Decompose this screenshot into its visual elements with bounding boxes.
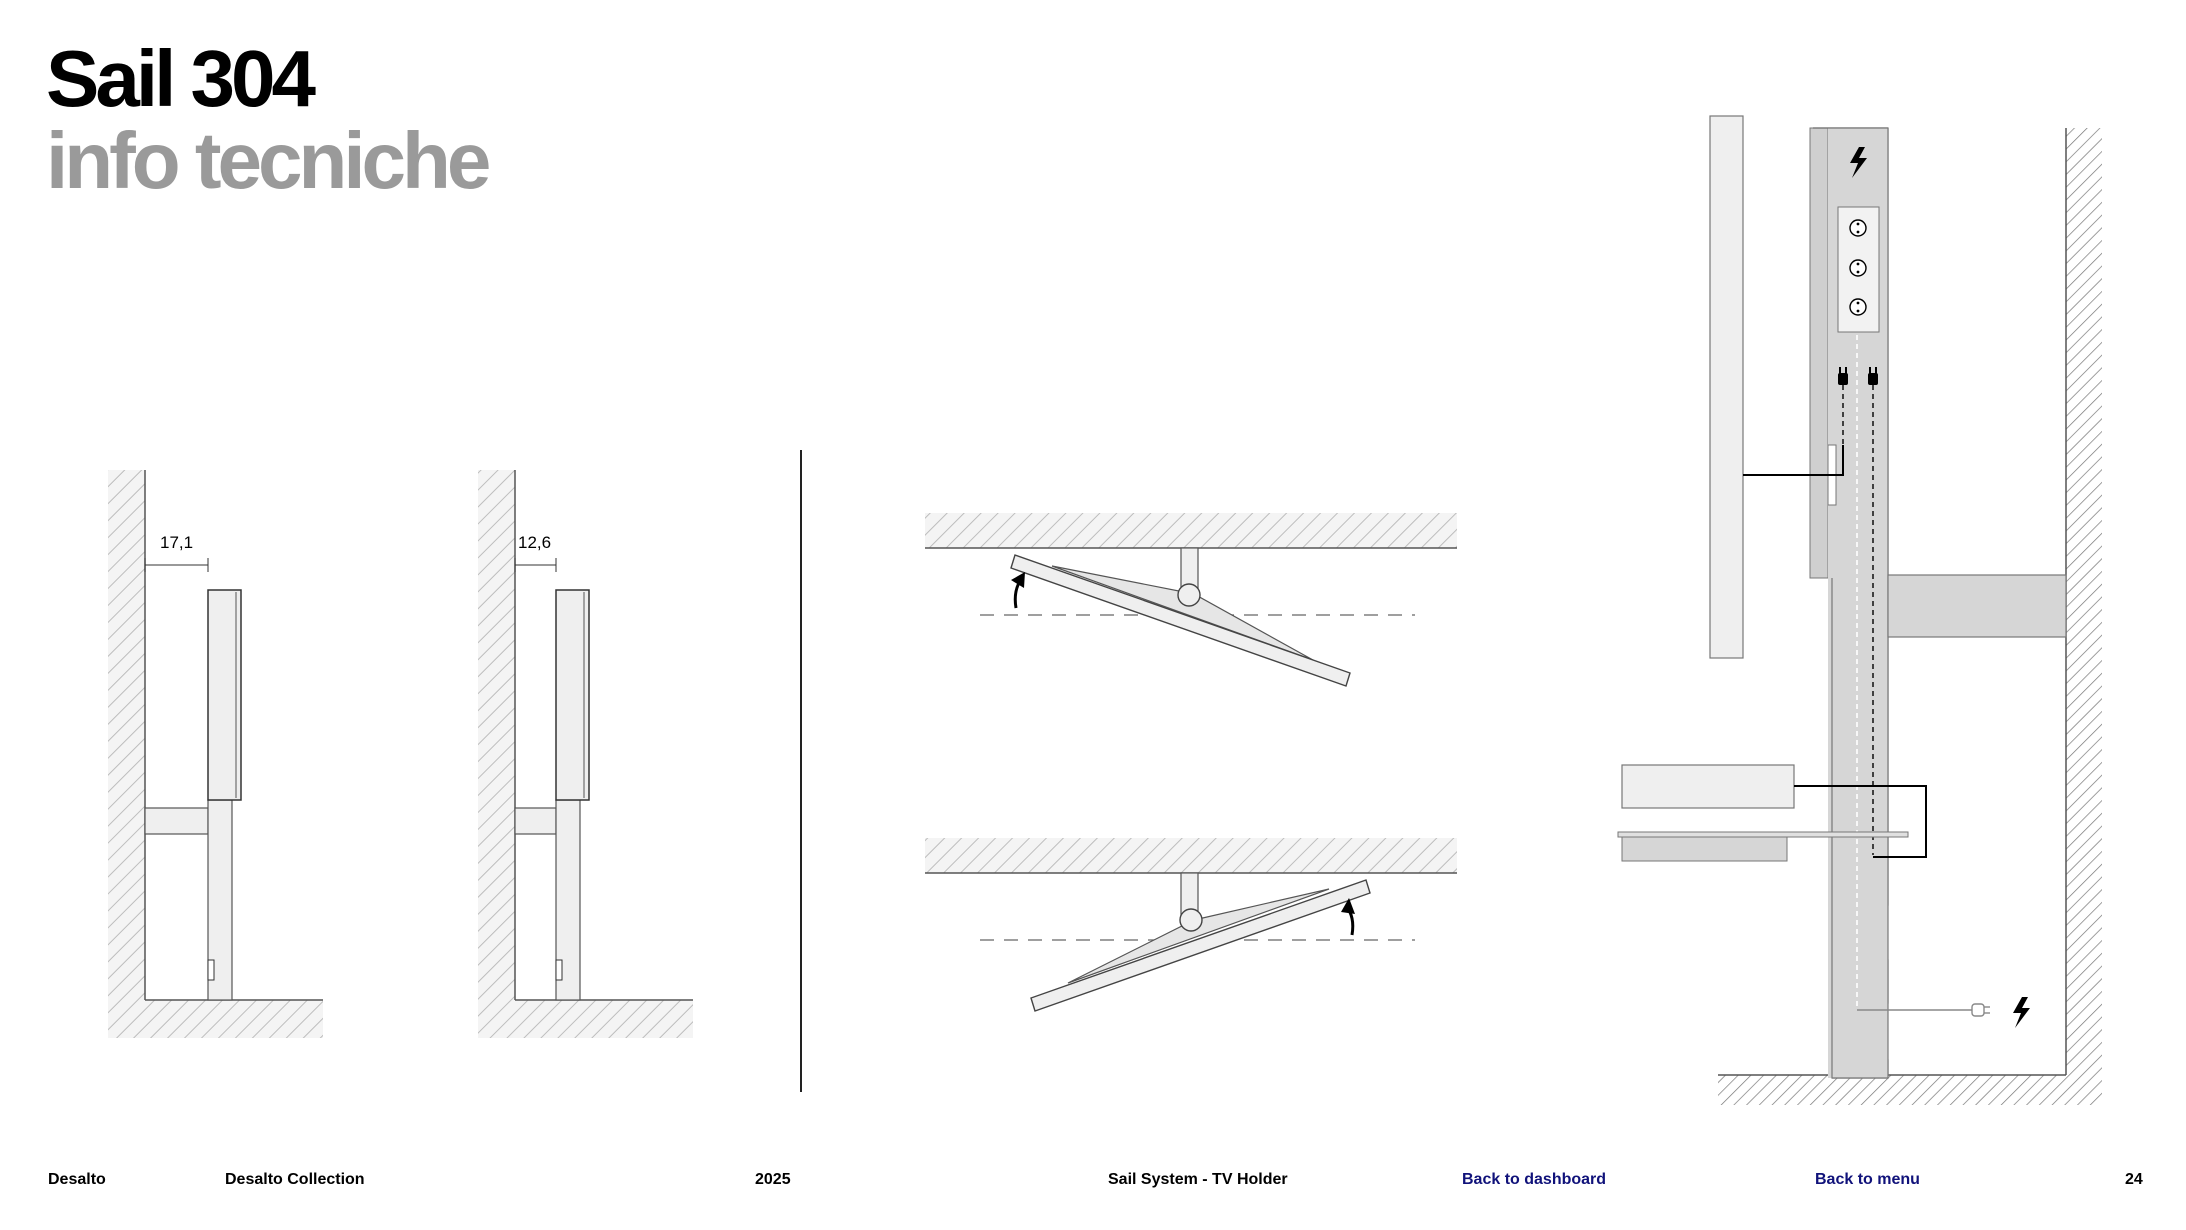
cable-plug-icon bbox=[1971, 1003, 1990, 1017]
title-product-name: Sail 304 bbox=[46, 34, 316, 123]
dimension-line bbox=[144, 558, 209, 572]
page-title: Sail 304 info tecniche bbox=[46, 34, 491, 205]
bracket bbox=[144, 807, 209, 835]
footer-product: Sail System - TV Holder bbox=[1108, 1171, 1288, 1188]
media-device bbox=[1621, 764, 1795, 809]
column bbox=[1809, 127, 1829, 579]
arrow-head bbox=[1341, 898, 1355, 914]
hatched-floor bbox=[478, 1000, 693, 1038]
back-to-menu-link[interactable]: Back to menu bbox=[1815, 1171, 1920, 1188]
bracket bbox=[514, 807, 557, 835]
dimension-line bbox=[514, 558, 557, 572]
hatched-wall bbox=[925, 838, 1457, 873]
hatched-wall bbox=[925, 513, 1457, 548]
dimension-label: 12,6 bbox=[518, 533, 551, 552]
footer-collection: Desalto Collection bbox=[225, 1171, 365, 1188]
wall-arm bbox=[1887, 574, 2067, 638]
lightning-icon bbox=[2013, 997, 2030, 1028]
footer-year: 2025 bbox=[755, 1171, 791, 1188]
top-view-rotation-2 bbox=[925, 838, 1457, 1012]
shelf bbox=[1617, 831, 1909, 838]
tv-panel bbox=[1709, 115, 1744, 659]
side-view-1: 17,1 bbox=[108, 470, 323, 1038]
socket-icon bbox=[1849, 219, 1867, 237]
plug-icon bbox=[1868, 367, 1878, 385]
front-view-detail bbox=[1617, 115, 2102, 1105]
top-view-rotation-1 bbox=[925, 513, 1457, 687]
socket-icon bbox=[1849, 298, 1867, 316]
title-subtitle: info tecniche bbox=[46, 116, 491, 205]
hatched-wall bbox=[2066, 128, 2102, 1075]
page-number: 24 bbox=[2125, 1171, 2143, 1188]
lightning-icon bbox=[1850, 147, 1867, 178]
arrow-head bbox=[1011, 572, 1025, 588]
hatched-wall bbox=[478, 470, 515, 1000]
hatched-floor bbox=[1718, 1075, 2102, 1105]
back-to-dashboard-link[interactable]: Back to dashboard bbox=[1462, 1171, 1607, 1188]
dimension-label: 17,1 bbox=[160, 533, 193, 552]
hatched-wall bbox=[108, 470, 145, 1000]
plug-icon bbox=[1838, 367, 1848, 385]
side-view-2: 12,6 bbox=[478, 470, 693, 1038]
footer-brand: Desalto bbox=[48, 1171, 106, 1188]
socket-icon bbox=[1849, 259, 1867, 277]
hatched-floor bbox=[108, 1000, 323, 1038]
